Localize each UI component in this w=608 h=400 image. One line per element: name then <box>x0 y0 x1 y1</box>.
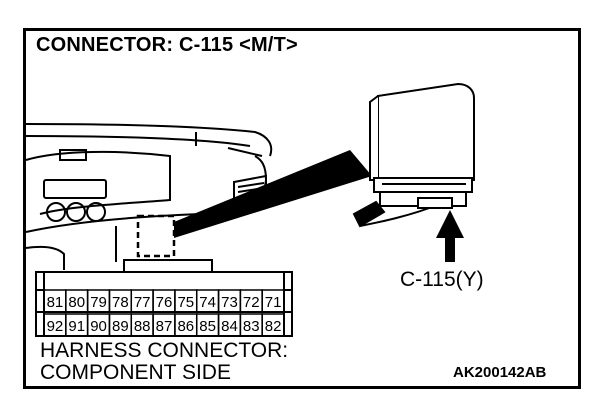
pin-number: 86 <box>177 318 194 335</box>
diagram-title: CONNECTOR: C-115 <M/T> <box>36 34 298 56</box>
leader-beam <box>174 150 372 238</box>
pin-number: 73 <box>221 294 238 311</box>
connector-callout-label: C-115(Y) <box>400 268 484 291</box>
dashboard-illustration <box>25 123 273 270</box>
pin-cell <box>261 289 285 313</box>
connector-arrow <box>436 210 464 262</box>
figure-code: AK200142AB <box>453 364 547 381</box>
pin-number: 79 <box>90 294 107 311</box>
pin-number: 80 <box>68 294 85 311</box>
pin-number: 88 <box>134 318 151 335</box>
ecu-module-illustration <box>352 82 475 228</box>
harness-caption-line1: HARNESS CONNECTOR: <box>40 339 289 362</box>
pin-number: 91 <box>68 318 85 335</box>
pin-number: 78 <box>112 294 129 311</box>
pin-number: 87 <box>156 318 173 335</box>
pin-number: 81 <box>47 294 64 311</box>
pin-number: 77 <box>134 294 151 311</box>
pin-number: 85 <box>199 318 216 335</box>
pin-cell <box>261 313 285 337</box>
pin-number: 75 <box>177 294 194 311</box>
pin-number: 90 <box>90 318 107 335</box>
pin-number: 82 <box>265 318 282 335</box>
pin-number: 92 <box>47 318 64 335</box>
ecu-location-marker <box>136 214 176 258</box>
pin-number: 71 <box>265 294 282 311</box>
pin-number: 72 <box>243 294 260 311</box>
diagram-frame <box>23 28 581 389</box>
pin-number: 84 <box>221 318 238 335</box>
pin-number: 74 <box>199 294 216 311</box>
pin-number: 89 <box>112 318 129 335</box>
pin-number: 76 <box>156 294 173 311</box>
harness-caption-line2: COMPONENT SIDE <box>40 361 231 384</box>
pin-number: 83 <box>243 318 260 335</box>
